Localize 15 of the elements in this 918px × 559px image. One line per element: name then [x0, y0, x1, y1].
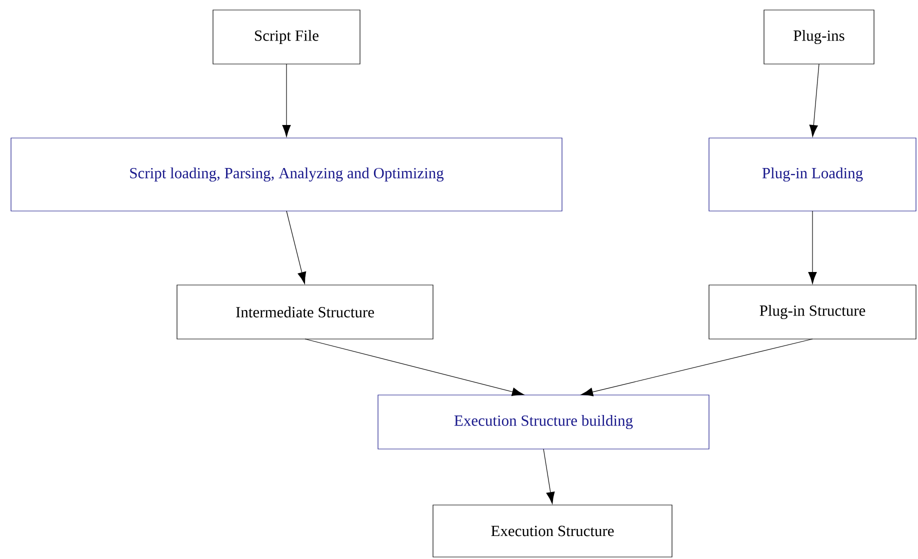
arrow: [282, 64, 291, 137]
arrow: [543, 448, 555, 504]
process-box: Plug-in Loading: [708, 138, 916, 212]
arrow: [808, 210, 817, 284]
arrow: [286, 210, 306, 284]
arrow: [581, 338, 813, 396]
data-box: Execution Structure: [432, 504, 672, 558]
process-box: Script loading, Parsing, Analyzing and Optimizing: [10, 138, 562, 212]
data-box: Plug-in Structure: [708, 284, 916, 340]
data-box: Plug-ins: [764, 10, 874, 64]
arrow: [304, 338, 524, 396]
data-box: Intermediate Structure: [176, 284, 434, 340]
arrow: [809, 64, 820, 137]
data-box: Script File: [212, 10, 360, 64]
process-box: Execution Structure building: [378, 394, 710, 450]
